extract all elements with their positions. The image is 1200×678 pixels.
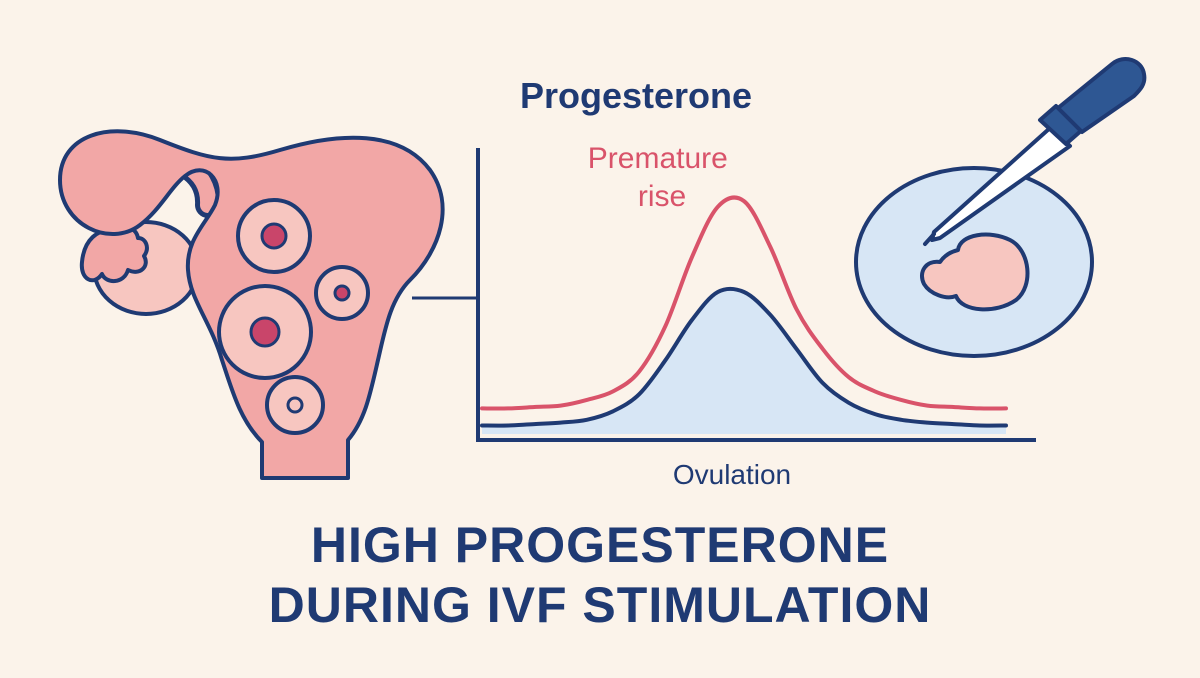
follicle-1-center <box>260 222 288 250</box>
series-normal-line <box>480 286 1008 428</box>
pipette-icon <box>923 57 1147 246</box>
chart-plot-area <box>480 195 1008 434</box>
annotation-line-1: Premature <box>588 142 728 175</box>
ovarian-follicle-icon <box>217 198 370 435</box>
follicle-4-center <box>286 396 304 414</box>
main-title-line-2: DURING IVF STIMULATION <box>268 577 932 633</box>
progesterone-chart: Progesterone Premature rise Ovulation <box>476 75 1036 490</box>
pipette-tip <box>923 232 936 246</box>
pipette-bulb <box>1056 57 1147 134</box>
follicle-2-center <box>333 284 351 302</box>
main-title: HIGH PROGESTERONE DURING IVF STIMULATION <box>0 515 1200 635</box>
series-normal-area <box>482 288 1006 434</box>
main-title-line-1: HIGH PROGESTERONE <box>310 517 890 573</box>
petri-dish-embryo-icon <box>854 166 1094 358</box>
chart-title: Progesterone <box>520 75 752 116</box>
series-premature-rise-line <box>480 195 1008 411</box>
uterus-with-ovary-icon <box>58 129 478 480</box>
annotation-line-2: rise <box>638 180 686 213</box>
follicle-3-center <box>249 316 281 348</box>
embryo <box>920 232 1030 312</box>
x-axis-label: Ovulation <box>673 459 791 490</box>
annotation-premature-rise: Premature rise <box>588 142 736 213</box>
